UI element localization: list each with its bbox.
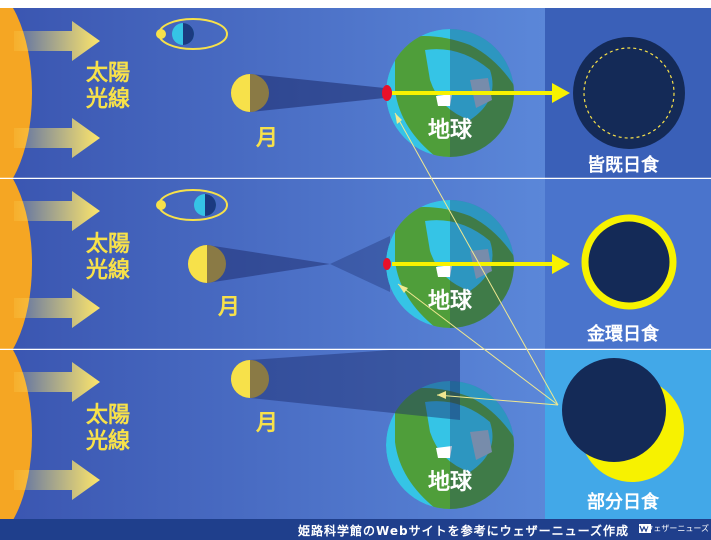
orbit-inset xyxy=(156,18,228,50)
moon-shadow xyxy=(250,74,385,112)
panel-total: 太陽 光線 月 地球 皆既日食 xyxy=(0,8,711,178)
sunlight-label-line2: 光線 xyxy=(85,428,130,454)
weathernews-logo-icon xyxy=(639,524,651,533)
earth-label: 地球 xyxy=(428,289,473,314)
source-credit: 姫路科学館のWebサイトを参考にウェザーニューズ作成 xyxy=(298,524,629,538)
moon-label: 月 xyxy=(255,126,278,151)
observer-line xyxy=(397,283,559,406)
moon xyxy=(231,360,269,398)
sunlight-arrow xyxy=(14,362,100,402)
moon xyxy=(231,74,269,112)
sunlight-label-line1: 太陽 xyxy=(86,232,130,257)
moon xyxy=(188,245,226,283)
sightline-arrowhead xyxy=(552,254,570,274)
hidden-sun-outline xyxy=(583,47,675,139)
brand-name: ウェザーニューズ xyxy=(645,524,709,533)
sunlight-arrow xyxy=(14,21,100,61)
antumbra xyxy=(330,236,390,292)
observer-lines xyxy=(394,112,559,406)
sunlight-arrow xyxy=(14,118,100,158)
eclipse-disc-annular xyxy=(581,214,677,310)
sunlight-label-line2: 光線 xyxy=(85,86,130,112)
eclipse-type-label: 金環日食 xyxy=(586,323,660,345)
moon-shadow xyxy=(207,245,330,283)
panel-partial: 太陽 光線 月 地球 部分日食 xyxy=(0,350,711,519)
umbra-spot xyxy=(382,85,392,101)
footer-bar: 姫路科学館のWebサイトを参考にウェザーニューズ作成 ウェザーニューズ xyxy=(0,519,711,540)
earth-label: 地球 xyxy=(428,118,473,143)
eclipse-type-label: 皆既日食 xyxy=(587,154,660,176)
observer-line xyxy=(394,112,559,406)
observer-line-arrowhead xyxy=(395,113,402,124)
eclipse-type-label: 部分日食 xyxy=(587,491,660,513)
moon-label: 月 xyxy=(255,411,278,436)
sunlight-arrow xyxy=(14,460,100,500)
moon-disc-partial xyxy=(562,358,666,462)
sunlight-label-line1: 太陽 xyxy=(86,61,130,86)
sunlight-label-line1: 太陽 xyxy=(86,403,130,428)
earth xyxy=(386,381,514,509)
sightline-arrowhead xyxy=(552,83,570,103)
observer-line-arrowhead xyxy=(437,391,446,399)
orbit-inset xyxy=(156,189,228,221)
sunlight-arrow xyxy=(14,288,100,328)
observer-line-arrowhead xyxy=(398,284,408,293)
eclipse-disc-total xyxy=(573,37,685,149)
moon-label: 月 xyxy=(217,295,240,320)
panel-annular: 太陽 光線 月 地球 金環日食 xyxy=(0,179,711,349)
moon-shadow xyxy=(250,350,460,420)
antumbra-spot xyxy=(383,258,391,270)
observer-line xyxy=(436,394,559,406)
sunlight-arrow xyxy=(14,191,100,231)
sunlight-label-line2: 光線 xyxy=(85,257,130,283)
earth-label: 地球 xyxy=(428,470,473,495)
